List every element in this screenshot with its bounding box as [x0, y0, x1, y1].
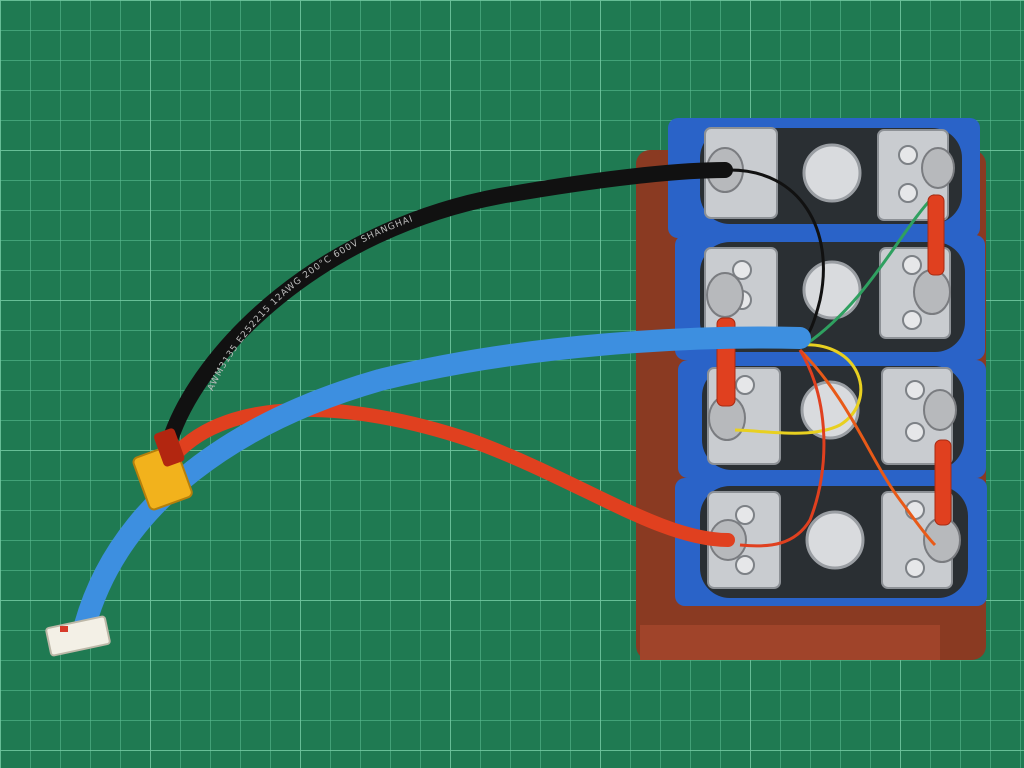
red-thin-wire	[739, 349, 826, 548]
orange-wire	[798, 348, 937, 547]
black-main-cable	[162, 162, 733, 448]
red-main-cable	[168, 402, 735, 547]
green-wire	[804, 193, 937, 347]
cell-vents	[800, 143, 865, 570]
solder-joints	[706, 147, 961, 563]
xt-power-connector	[132, 428, 193, 511]
balance-wires	[729, 168, 937, 548]
blue-balance-sleeve	[74, 326, 811, 636]
black-thin-wire	[729, 168, 825, 347]
jst-balance-connector	[45, 615, 111, 657]
yellow-wire	[734, 343, 863, 435]
